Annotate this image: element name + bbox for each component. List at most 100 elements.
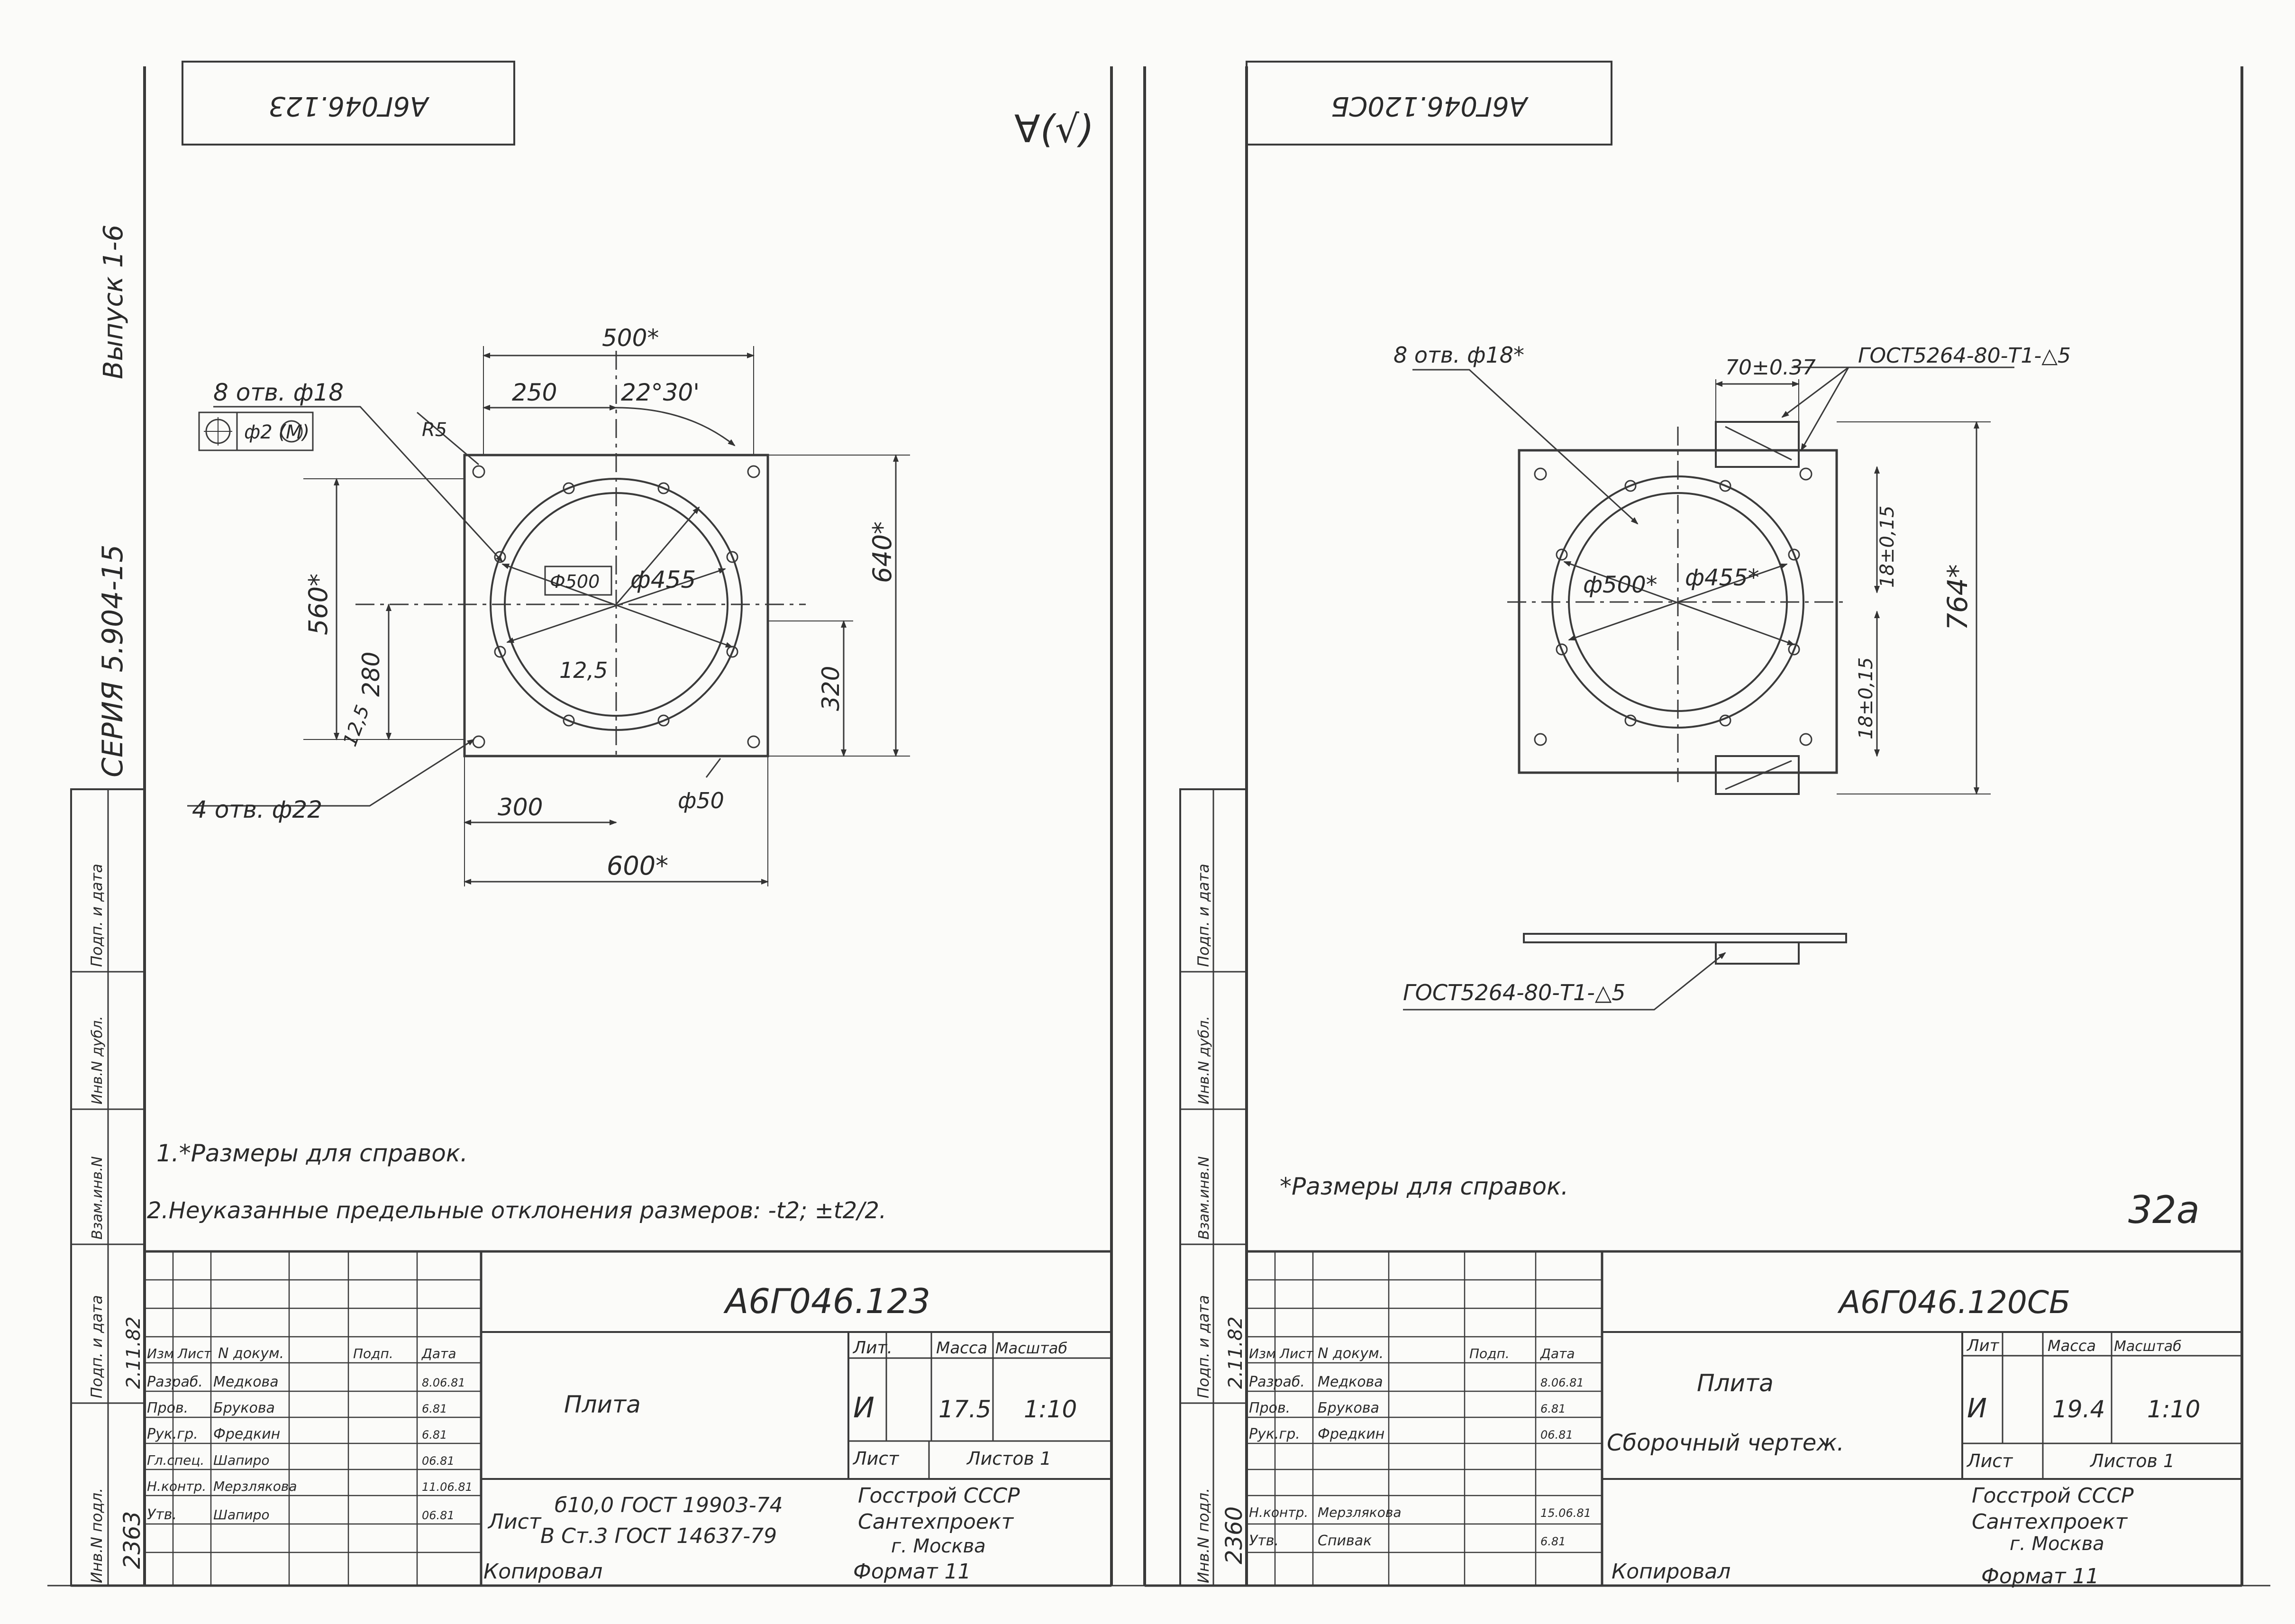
dim-500: 500* [602, 324, 659, 352]
tb-person-5: Мерзлякова [213, 1478, 297, 1494]
material-line-1: б10,0 ГОСТ 19903-74 [555, 1493, 783, 1517]
tb-header-izm-right: Изм [1249, 1346, 1276, 1361]
tb-header-date: Дата [421, 1346, 456, 1361]
dim-phi500-boxed: Ф500 [550, 571, 600, 592]
part-name: Плита [564, 1391, 641, 1418]
sheet-label-right: Лист [1966, 1451, 2013, 1471]
lit-value: И [853, 1391, 874, 1424]
tb-person-1-right: Медкова [1318, 1374, 1383, 1390]
col-scale-right: Масштаб [2114, 1338, 2182, 1355]
tb-date-5-right: 6.81 [1540, 1535, 1566, 1548]
tb-header-izm: Изм [147, 1346, 174, 1361]
tb-header-list-right: Лист [1279, 1346, 1314, 1361]
right-drawing-sheet [47, 61, 2270, 1587]
side-col-2: Подп. и дата [88, 1295, 106, 1398]
series-label: СЕРИЯ 5.904-15 [96, 545, 129, 777]
tb-role-2-right: Пров. [1249, 1400, 1290, 1416]
material-prefix: Лист [487, 1510, 542, 1534]
tb-header-doc: N докум. [218, 1345, 284, 1362]
part-name-right: Плита [1697, 1369, 1774, 1397]
dim-o50: ф50 [678, 788, 724, 813]
side-col-4-right: Инв.N дубл. [1196, 1016, 1212, 1104]
col-scale: Масштаб [995, 1339, 1067, 1357]
tb-person-6: Шапиро [213, 1507, 270, 1523]
dim-12-5-inner: 12,5 [559, 657, 608, 683]
right-top-stamp: А6Г046.120СБ [1331, 91, 1529, 121]
org-3: г. Москва [891, 1535, 986, 1557]
scale-value-right: 1:10 [2147, 1396, 2200, 1423]
mass-value-right: 19.4 [2052, 1396, 2105, 1423]
tb-person-4-right: Мерзлякова [1318, 1505, 1402, 1520]
scale-value: 1:10 [1024, 1396, 1077, 1423]
tb-header-date-right: Дата [1539, 1346, 1575, 1361]
mass-value: 17.5 [938, 1396, 991, 1423]
side-inv-no: 2363 [119, 1511, 146, 1569]
part-subtitle-right: Сборочный чертеж. [1607, 1430, 1844, 1456]
designation-right: А6Г046.120СБ [1837, 1284, 2070, 1321]
org-1-right: Госстрой СССР [1972, 1484, 2134, 1508]
tolerance-frame-text: ф2 (M) [244, 421, 310, 443]
side-col-3-right: Взам.инв.N [1196, 1156, 1212, 1240]
tb-role-5-right: Утв. [1249, 1533, 1279, 1549]
dim-320: 320 [817, 666, 845, 711]
tb-person-3: Фредкин [213, 1426, 280, 1442]
side-col-1: Инв.N подл. [88, 1488, 106, 1583]
tb-role-3: Рук.гр. [147, 1426, 198, 1442]
col-mass-right: Масса [2048, 1337, 2096, 1355]
tb-date-2-right: 6.81 [1540, 1402, 1566, 1415]
sheets-label: Листов 1 [966, 1448, 1051, 1469]
label-4-holes: 4 отв. ф22 [192, 796, 322, 823]
tb-person-3-right: Фредкин [1318, 1426, 1384, 1442]
format-label-right: Формат 11 [1981, 1564, 2099, 1588]
tb-person-2-right: Брукова [1318, 1400, 1379, 1416]
left-drawing-sheet [70, 61, 1113, 1587]
tb-header-sign-right: Подп. [1469, 1346, 1510, 1361]
tb-person-1: Медкова [213, 1374, 279, 1390]
designation: А6Г046.123 [723, 1281, 930, 1321]
side-sign-date-right: 2.11.82 [1225, 1316, 1247, 1389]
tb-date-3: 6.81 [422, 1428, 447, 1442]
col-mass: Масса [936, 1339, 987, 1358]
side-inv-no-right: 2360 [1221, 1506, 1248, 1564]
org-2: Сантехпроект [858, 1510, 1014, 1534]
tb-role-5: Н.контр. [147, 1478, 206, 1494]
dim-angle: 22°30' [621, 379, 700, 406]
side-sign-date: 2.11.82 [123, 1316, 145, 1389]
tb-date-2: 6.81 [422, 1402, 447, 1415]
weld-top: ГОСТ5264-80-Т1-△5 [1858, 344, 2071, 368]
side-col-2-right: Подп. и дата [1194, 1295, 1212, 1398]
dim-phi455-right: ф455* [1685, 565, 1759, 591]
tb-date-1-right: 8.06.81 [1540, 1376, 1584, 1389]
dim-280: 280 [357, 652, 385, 697]
tb-role-3-right: Рук.гр. [1249, 1426, 1300, 1442]
org-3-right: г. Москва [2010, 1533, 2104, 1555]
label-8-holes: 8 отв. ф18 [213, 379, 344, 406]
dim-600: 600* [607, 851, 668, 881]
dim-phi455: ф455 [630, 566, 696, 593]
side-col-3: Взам.инв.N [89, 1156, 106, 1240]
tb-header-doc-right: N докум. [1318, 1345, 1384, 1362]
org-1: Госстрой СССР [858, 1484, 1020, 1508]
dim-phi500-right: ф500* [1583, 572, 1658, 598]
dim-18-bottom: 18±0,15 [1855, 657, 1877, 739]
tb-date-5: 11.06.81 [422, 1480, 473, 1494]
copied-label: Копировал [483, 1560, 602, 1584]
tb-person-5-right: Спивак [1318, 1533, 1372, 1549]
dim-r5: R5 [422, 419, 447, 441]
tb-date-4: 06.81 [422, 1454, 455, 1468]
tb-date-1: 8.06.81 [422, 1376, 465, 1389]
weld-bottom: ГОСТ5264-80-Т1-△5 [1403, 980, 1625, 1005]
tb-date-4-right: 15.06.81 [1540, 1506, 1591, 1520]
note-2: 2.Неуказанные предельные отклонения разм… [147, 1197, 886, 1224]
dim-70: 70±0.37 [1725, 356, 1816, 380]
tb-role-2: Пров. [147, 1400, 188, 1416]
side-col-4: Инв.N дубл. [89, 1016, 106, 1104]
tb-person-2: Брукова [213, 1400, 275, 1416]
dim-18-top: 18±0,15 [1876, 506, 1898, 588]
lit-value-right: И [1967, 1393, 1987, 1424]
side-col-1-right: Инв.N подл. [1194, 1488, 1212, 1583]
tb-role-4: Гл.спец. [147, 1452, 204, 1468]
side-col-5-right: Подп. и дата [1194, 864, 1212, 967]
tb-role-4-right: Н.контр. [1249, 1505, 1308, 1520]
